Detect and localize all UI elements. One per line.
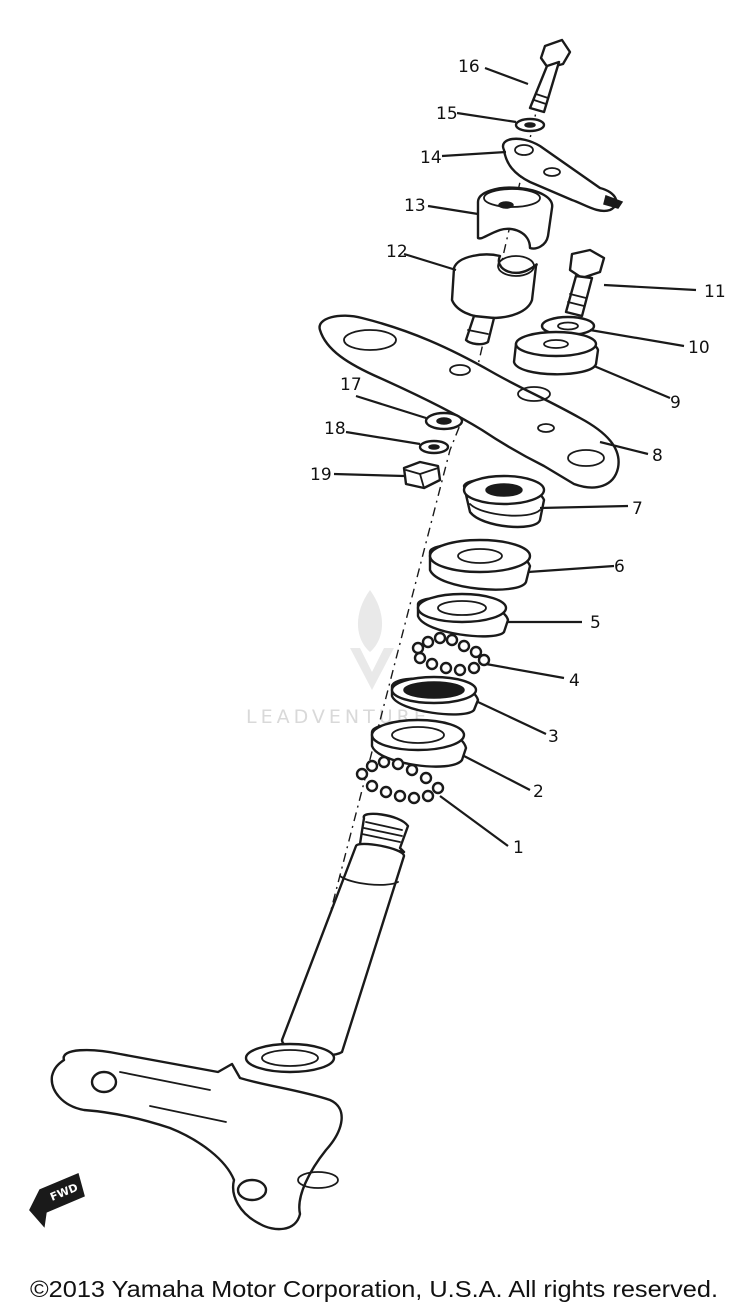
leader-lines	[333, 66, 697, 847]
callout-9: 9	[670, 393, 681, 413]
callout-14: 14	[420, 148, 442, 168]
callout-19: 19	[310, 465, 332, 485]
part-3-lower-race	[390, 675, 480, 716]
callout-6: 6	[614, 557, 625, 577]
callout-4: 4	[569, 671, 580, 691]
callout-10: 10	[688, 338, 710, 358]
callout-12: 12	[386, 242, 408, 262]
part-8-upper-bracket	[318, 314, 620, 489]
callout-1: 1	[513, 838, 524, 858]
callout-15: 15	[436, 104, 458, 124]
callout-11: 11	[704, 282, 726, 302]
callout-7: 7	[632, 499, 643, 519]
watermark-text: LEADVENTURE	[246, 706, 430, 728]
part-17-washer	[424, 411, 464, 431]
part-9-damper	[512, 330, 600, 376]
assembly-centerline	[299, 59, 549, 1031]
callout-8: 8	[652, 446, 663, 466]
callout-17: 17	[340, 375, 362, 395]
part-14-bracket-plate	[501, 137, 624, 213]
part-18-lock-washer	[418, 439, 450, 455]
callout-5: 5	[590, 613, 601, 633]
part-11-bolt	[564, 248, 606, 318]
copyright-notice: ©2013 Yamaha Motor Corporation, U.S.A. A…	[30, 1276, 718, 1302]
callout-labels: 1 2 3 4 5 6 7 8 9 10 11 12 13 14 15 16 1…	[310, 57, 726, 858]
steering-stem-lower-bracket	[50, 812, 410, 1231]
part-6-bearing-cover	[428, 538, 532, 591]
callout-3: 3	[548, 727, 559, 747]
part-15-washer	[514, 117, 546, 133]
part-7-ring-nut	[462, 474, 546, 529]
callout-18: 18	[324, 419, 346, 439]
watermark: LEADVENTURE	[246, 590, 430, 728]
callout-16: 16	[458, 57, 480, 77]
part-4-ball-bearings	[411, 631, 491, 677]
part-19-nut	[402, 460, 442, 490]
fwd-arrow-icon: FWD	[29, 1172, 85, 1228]
part-1-ball-bearings	[355, 755, 445, 805]
callout-13: 13	[404, 196, 426, 216]
callout-2: 2	[533, 782, 544, 802]
part-5-upper-race	[416, 592, 510, 638]
part-13-upper-holder	[476, 186, 554, 250]
part-16-bolt	[528, 38, 572, 114]
part-12-lower-holder	[450, 253, 538, 346]
